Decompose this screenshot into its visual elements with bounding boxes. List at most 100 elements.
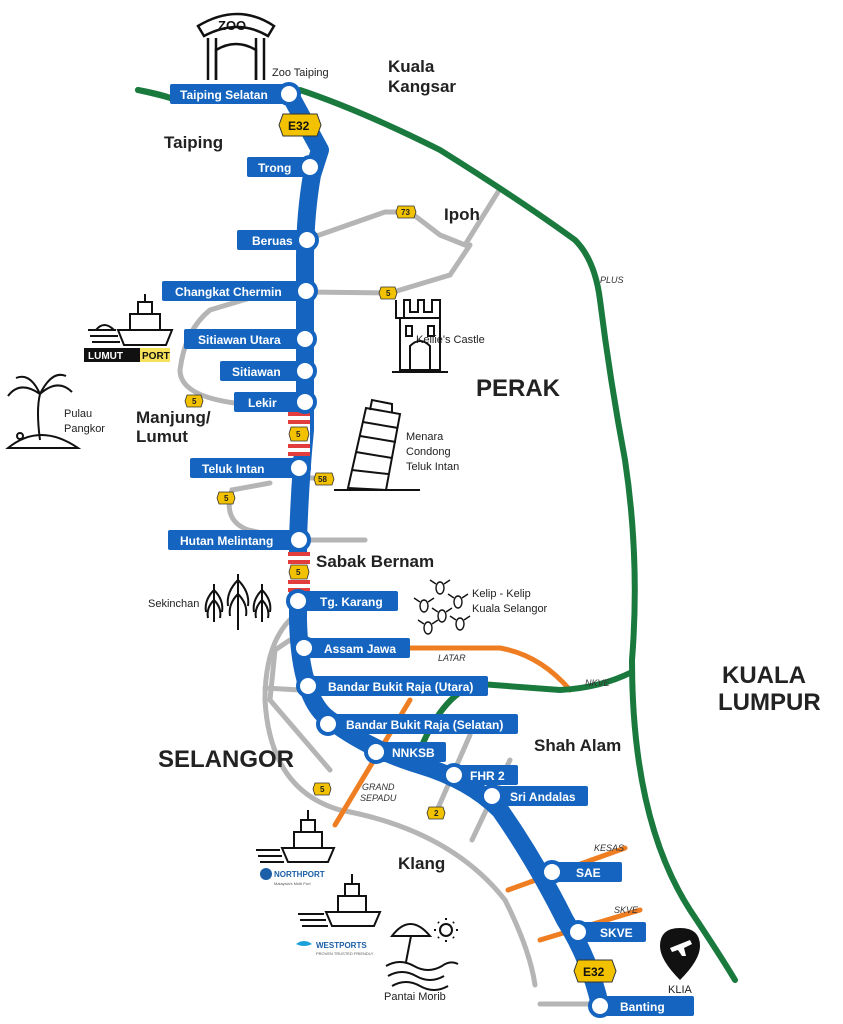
station-label: Bandar Bukit Raja (Selatan) <box>346 718 503 732</box>
station-label: Changkat Chermin <box>175 285 282 299</box>
state-labels: PERAK SELANGOR KUALA LUMPUR <box>158 375 821 773</box>
stations: Taiping Selatan Trong Beruas Changkat Ch… <box>162 82 694 1018</box>
svg-text:Teluk Intan: Teluk Intan <box>406 461 459 473</box>
svg-text:WESTPORTS: WESTPORTS <box>316 941 367 950</box>
shield-5-c: 5 <box>288 426 310 442</box>
state-kl-line1: KUALA <box>722 662 806 689</box>
station-fhr2[interactable]: FHR 2 <box>442 763 518 787</box>
svg-text:PLUS: PLUS <box>600 275 624 285</box>
svg-text:GRAND: GRAND <box>362 782 395 792</box>
station-label: NNKSB <box>392 746 435 760</box>
svg-text:58: 58 <box>318 475 327 484</box>
station-label: Assam Jawa <box>324 642 396 656</box>
firefly-icon <box>413 579 471 635</box>
westports-logo: WESTPORTS PROVEN TRUSTED FRIENDLY <box>296 941 374 956</box>
station-skve[interactable]: SKVE <box>566 920 646 944</box>
station-label: Sitiawan Utara <box>198 333 281 347</box>
station-bbr-utara[interactable]: Bandar Bukit Raja (Utara) <box>296 674 488 698</box>
paddy-icon <box>204 574 272 630</box>
station-nnksb[interactable]: NNKSB <box>364 740 446 764</box>
svg-text:Menara: Menara <box>406 431 444 443</box>
station-beruas[interactable]: Beruas <box>237 228 319 252</box>
station-label: Bandar Bukit Raja (Utara) <box>328 680 473 694</box>
beach-umbrella-icon <box>385 918 459 991</box>
island-palm-icon <box>5 373 82 449</box>
state-selangor: SELANGOR <box>158 746 294 773</box>
svg-text:Sabak Bernam: Sabak Bernam <box>316 552 434 571</box>
station-label: Teluk Intan <box>202 462 264 476</box>
station-lekir[interactable]: Lekir <box>234 390 317 414</box>
svg-text:5: 5 <box>296 430 301 439</box>
station-sitiawan[interactable]: Sitiawan <box>220 359 317 383</box>
svg-text:KESAS: KESAS <box>594 843 624 853</box>
station-label: SKVE <box>600 926 633 940</box>
ship-icon-northport <box>256 810 336 863</box>
route-shields: 73 5 5 5 58 5 5 5 2 <box>184 205 446 820</box>
svg-text:SEPADU: SEPADU <box>360 793 397 803</box>
landmark-labels: Zoo Taiping Kellie's Castle Menara Condo… <box>64 67 693 1003</box>
station-banting[interactable]: Banting <box>588 994 694 1018</box>
svg-text:PORT: PORT <box>142 351 170 362</box>
svg-text:Kelip - Kelip: Kelip - Kelip <box>472 588 531 600</box>
shield-5-d: 5 <box>216 491 236 505</box>
highway-labels: PLUS LATAR NKVE GRAND SEPADU KESAS SKVE <box>360 275 639 915</box>
place-labels: Kuala Kangsar Taiping Ipoh Manjung/ Lumu… <box>136 57 621 873</box>
svg-text:SKVE: SKVE <box>614 905 639 915</box>
station-label: Sri Andalas <box>510 790 576 804</box>
svg-text:LATAR: LATAR <box>438 653 466 663</box>
castle-icon <box>392 299 448 373</box>
svg-text:5: 5 <box>296 568 301 577</box>
shield-5-e: 5 <box>288 564 310 580</box>
state-kl-line2: LUMPUR <box>718 689 821 716</box>
station-teluk-intan[interactable]: Teluk Intan <box>190 456 311 480</box>
svg-text:5: 5 <box>192 397 197 406</box>
svg-text:Manjung/: Manjung/ <box>136 408 211 427</box>
svg-text:Malaysia's Multi Port: Malaysia's Multi Port <box>274 881 311 886</box>
station-sitiawan-utara[interactable]: Sitiawan Utara <box>184 327 317 351</box>
station-label: Beruas <box>252 234 293 248</box>
svg-text:E32: E32 <box>583 965 605 979</box>
shield-5-a: 5 <box>378 286 398 300</box>
state-perak: PERAK <box>476 375 561 402</box>
svg-text:2: 2 <box>434 809 439 818</box>
shield-2: 2 <box>426 806 446 820</box>
svg-text:Klang: Klang <box>398 854 445 873</box>
svg-text:5: 5 <box>320 785 325 794</box>
svg-text:Pangkor: Pangkor <box>64 423 105 435</box>
station-label: Hutan Melintang <box>180 534 273 548</box>
lumut-port-logo: LUMUT PORT <box>84 348 170 362</box>
shield-73: 73 <box>395 205 417 219</box>
svg-text:Kuala Selangor: Kuala Selangor <box>472 603 548 615</box>
station-hutan-melintang[interactable]: Hutan Melintang <box>168 528 311 552</box>
svg-text:E32: E32 <box>288 119 310 133</box>
station-taiping-selatan[interactable]: Taiping Selatan <box>170 82 301 106</box>
ship-icon-westports <box>298 874 382 927</box>
station-label: SAE <box>576 866 601 880</box>
svg-text:ZOO: ZOO <box>218 18 246 33</box>
svg-text:NKVE: NKVE <box>585 678 611 688</box>
svg-text:LUMUT: LUMUT <box>88 351 123 362</box>
station-label: Tg. Karang <box>320 595 383 609</box>
svg-text:Kangsar: Kangsar <box>388 77 456 96</box>
station-sri-andalas[interactable]: Sri Andalas <box>480 784 588 808</box>
leaning-tower-icon <box>334 398 420 492</box>
station-label: FHR 2 <box>470 769 505 783</box>
svg-text:Pantai Morib: Pantai Morib <box>384 991 446 1003</box>
station-sae[interactable]: SAE <box>540 860 622 884</box>
e32-shield-top: E32 <box>278 113 322 137</box>
station-label: Trong <box>258 161 291 175</box>
svg-text:KLIA: KLIA <box>668 984 693 996</box>
station-trong[interactable]: Trong <box>247 155 322 179</box>
station-assam-jawa[interactable]: Assam Jawa <box>292 636 410 660</box>
svg-text:PROVEN TRUSTED FRIENDLY: PROVEN TRUSTED FRIENDLY <box>316 951 374 956</box>
svg-text:Taiping: Taiping <box>164 133 223 152</box>
station-tg-karang[interactable]: Tg. Karang <box>286 589 398 613</box>
svg-text:5: 5 <box>386 289 391 298</box>
zoo-arch-icon: ZOO <box>196 12 276 80</box>
svg-text:Ipoh: Ipoh <box>444 205 480 224</box>
svg-text:Lumut: Lumut <box>136 427 188 446</box>
svg-text:5: 5 <box>224 494 229 503</box>
station-bbr-selatan[interactable]: Bandar Bukit Raja (Selatan) <box>316 712 518 736</box>
station-changkat-chermin[interactable]: Changkat Chermin <box>162 279 318 303</box>
